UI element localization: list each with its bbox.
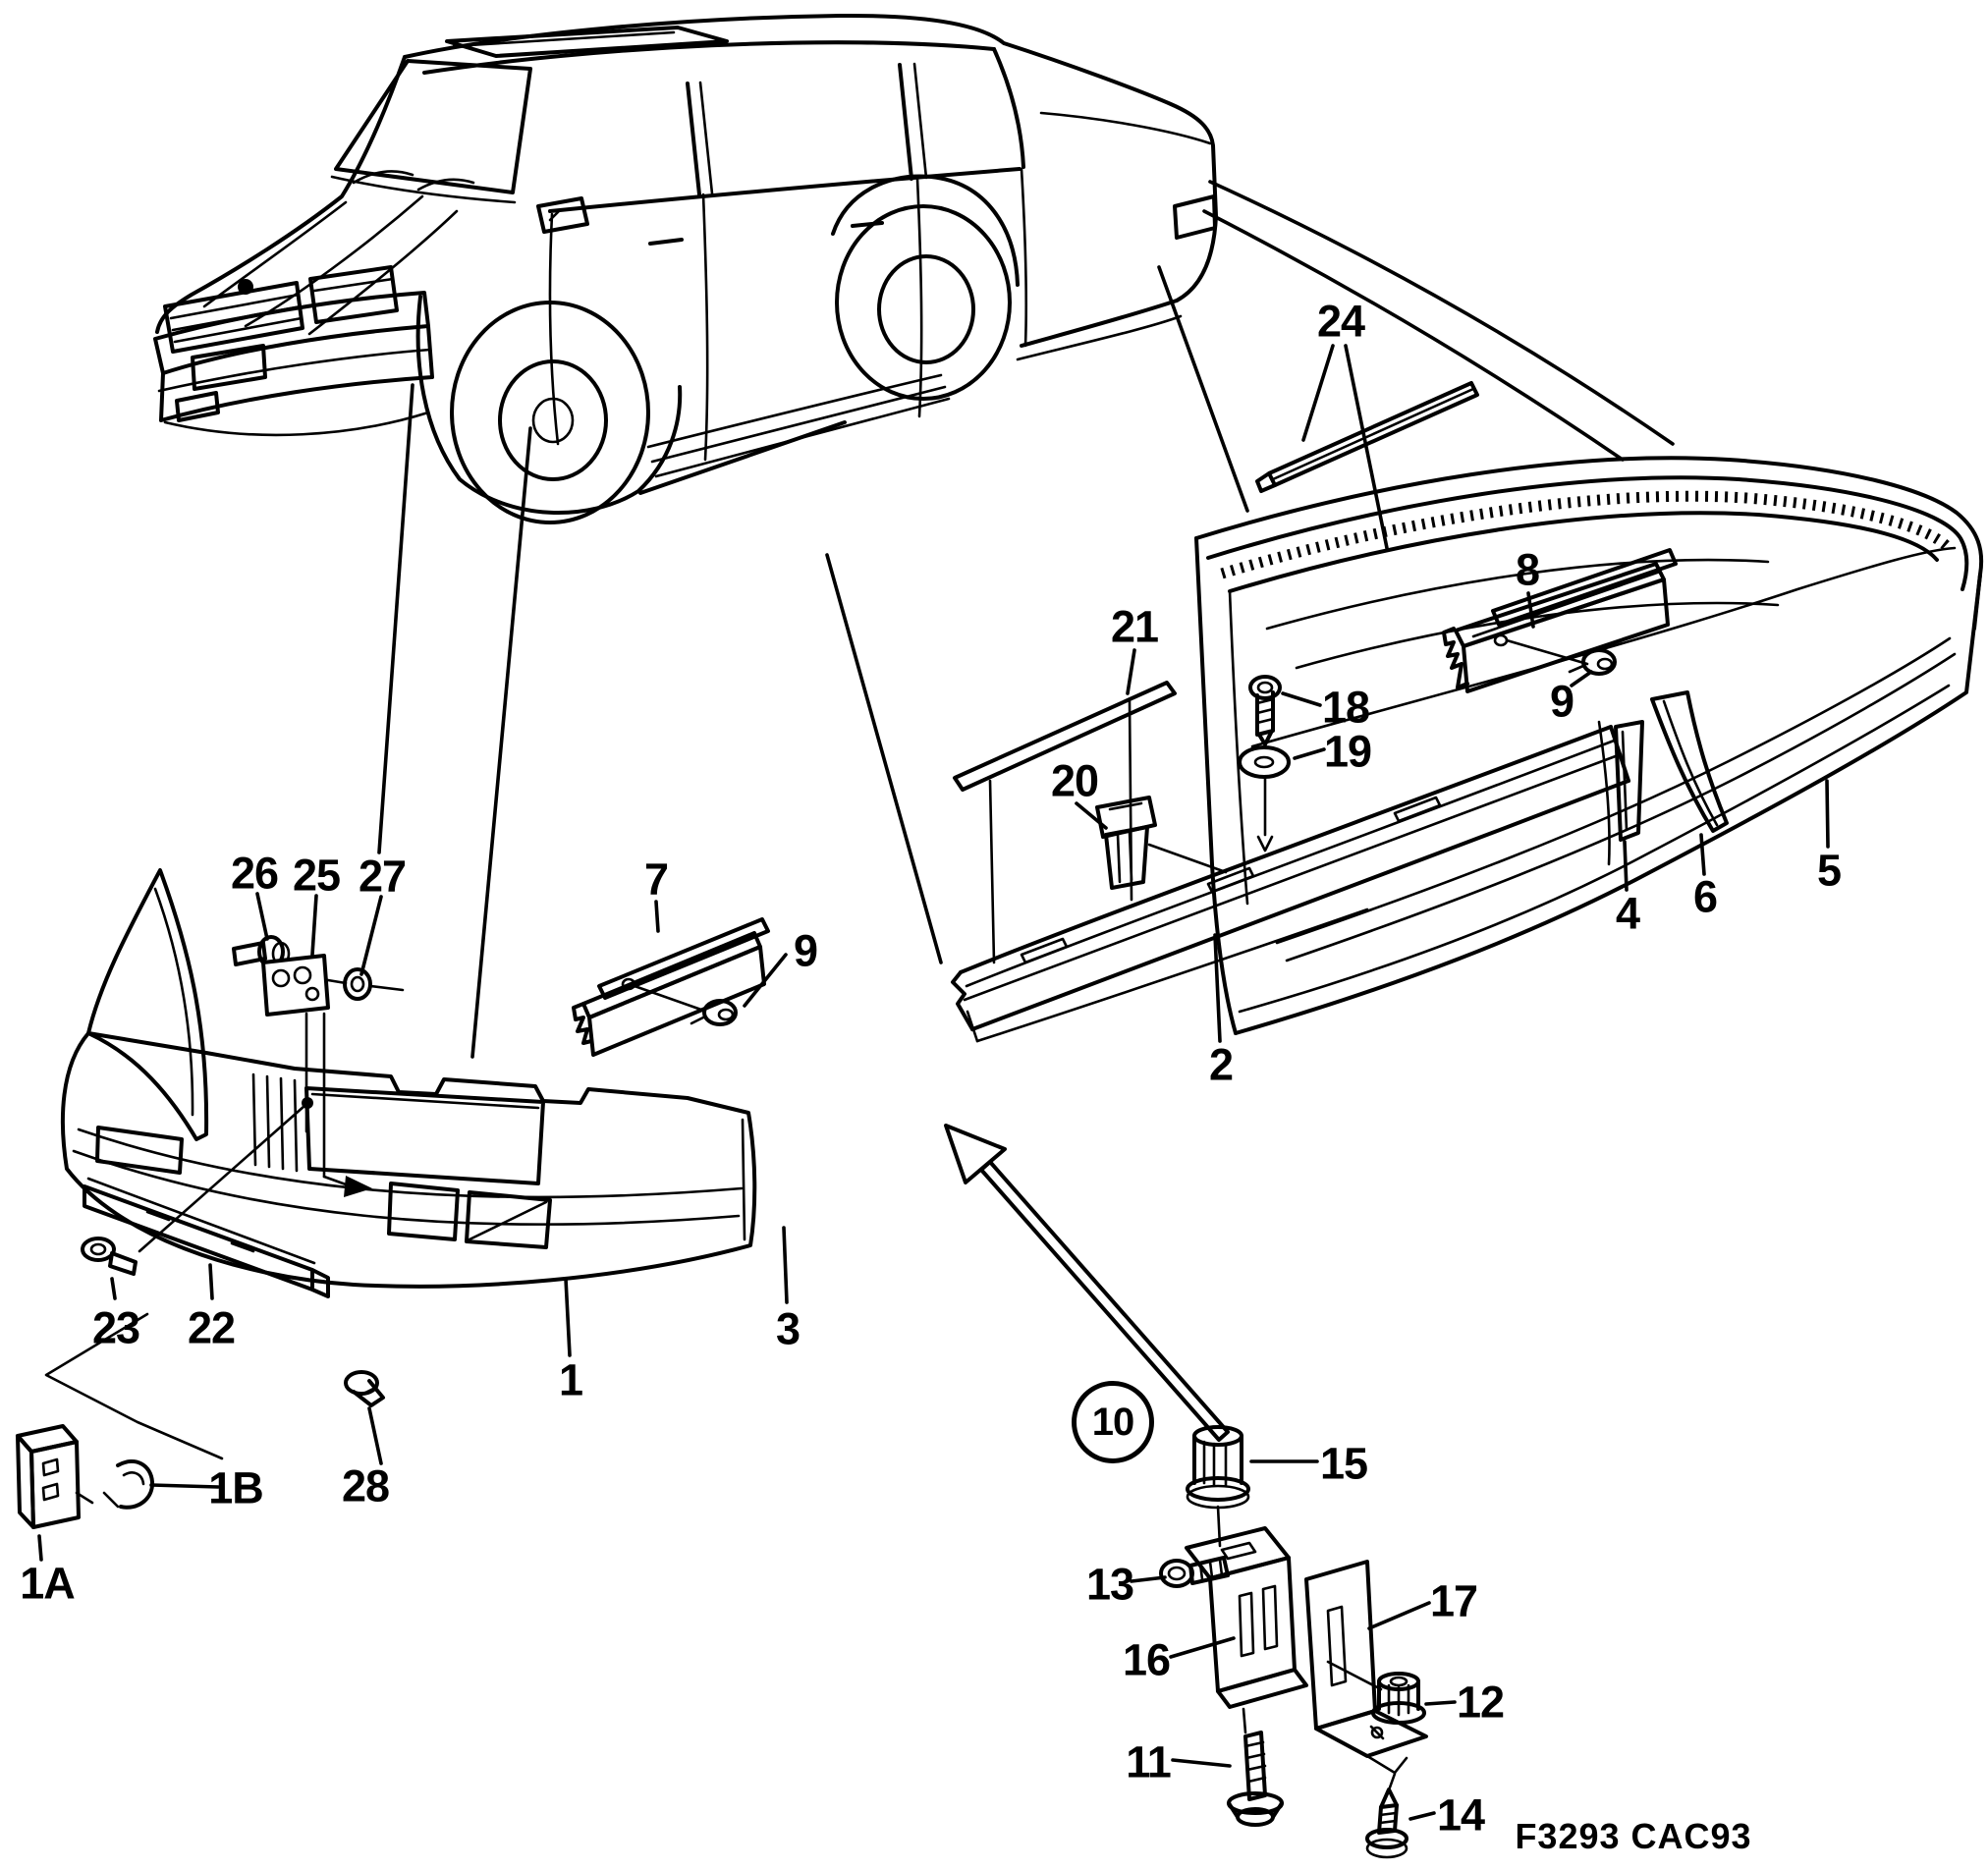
callout-10: 10: [1072, 1381, 1154, 1463]
callout-15: 15: [1319, 1438, 1368, 1489]
callout-6: 6: [1692, 871, 1718, 922]
projection-lines: [377, 180, 1675, 1059]
callout-7: 7: [643, 853, 669, 905]
callout-17: 17: [1429, 1575, 1478, 1626]
callout-11: 11: [1126, 1736, 1172, 1788]
callout-16: 16: [1122, 1634, 1171, 1685]
callout-22: 22: [187, 1302, 236, 1353]
callout-5: 5: [1816, 845, 1842, 896]
callout-24: 24: [1316, 296, 1365, 347]
callout-28: 28: [341, 1460, 390, 1512]
callout-3: 3: [775, 1303, 801, 1354]
callout-25: 25: [292, 850, 341, 901]
callout-1A: 1A: [20, 1558, 76, 1609]
callout-1B: 1B: [208, 1462, 264, 1513]
callout-12: 12: [1456, 1677, 1505, 1728]
callout-20: 20: [1050, 755, 1099, 806]
callout-23: 23: [91, 1302, 140, 1353]
front-spoiler-assembly: [16, 868, 770, 1529]
callout-27: 27: [358, 851, 407, 902]
callout-8: 8: [1515, 544, 1540, 595]
callout-14: 14: [1436, 1789, 1485, 1841]
leader-lines: [37, 344, 1830, 1821]
figure-code: F3293 CAC93: [1515, 1816, 1752, 1856]
fitting-kit: [944, 1124, 1428, 1859]
callout-19: 19: [1323, 726, 1372, 777]
callout-1: 1: [558, 1354, 583, 1405]
sill-moulding-assembly: [951, 675, 1630, 1043]
callout-2: 2: [1208, 1039, 1234, 1090]
callout-9-front: 9: [793, 925, 818, 976]
rear-bumper-assembly: [1194, 381, 1984, 1035]
callout-18: 18: [1321, 682, 1370, 733]
callout-13: 13: [1085, 1559, 1134, 1610]
callout-21: 21: [1110, 601, 1159, 652]
car-illustration: [153, 13, 1218, 524]
callout-9-rear: 9: [1549, 676, 1574, 727]
callout-4: 4: [1615, 888, 1640, 939]
callout-26: 26: [230, 848, 279, 899]
